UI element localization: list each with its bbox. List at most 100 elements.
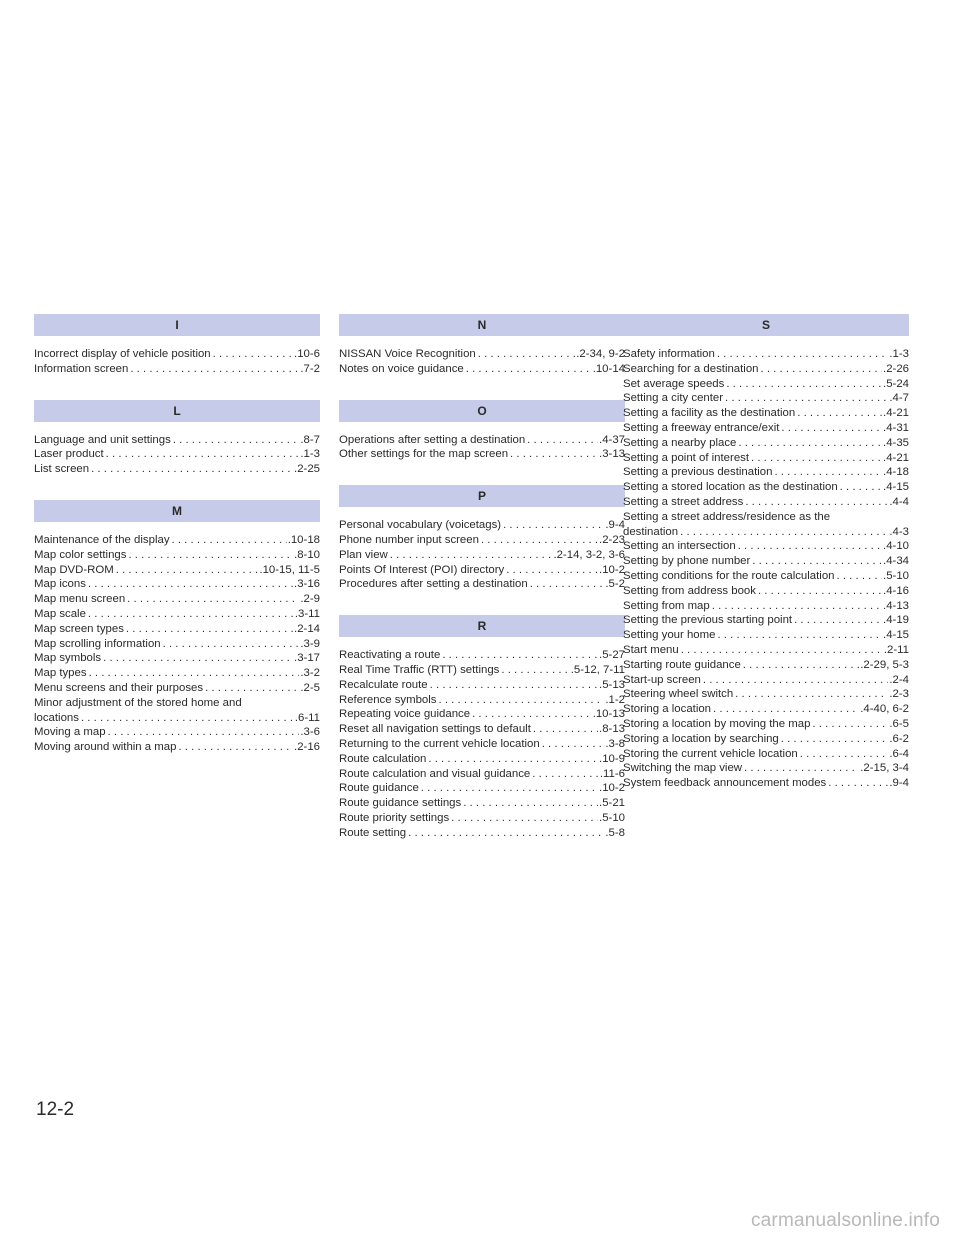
entry-page: .4-7 <box>889 392 909 405</box>
dot-leader <box>792 613 882 628</box>
entry-text: Reference symbols <box>339 693 437 706</box>
entry-text: Recalculate route <box>339 678 428 691</box>
index-entry: Setting a city center.4-7 <box>623 391 909 406</box>
entry-text: Repeating voice guidance <box>339 708 471 721</box>
entry-text: Map color settings <box>34 548 127 561</box>
dot-leader <box>464 362 592 377</box>
dot-leader <box>756 584 882 599</box>
entry-page: .10-2 <box>599 563 625 576</box>
entry-page: .4-18 <box>883 466 909 479</box>
section-letter-header: L <box>34 399 320 422</box>
index-entry: Moving around within a map .2-16 <box>34 740 320 755</box>
entry-text: Starting route guidance <box>623 658 741 671</box>
index-entry: Map scale.3-11 <box>34 607 320 622</box>
index-entry: Setting a previous destination .4-18 <box>623 465 909 480</box>
entry-page: .7-2 <box>300 362 320 375</box>
dot-leader <box>798 747 889 762</box>
entry-page: .10-14 <box>592 362 625 375</box>
dot-leader <box>504 563 598 578</box>
entry-page: .2-16 <box>294 741 320 754</box>
entry-page: .4-3 <box>889 525 909 538</box>
entry-text: Set average speeds <box>623 377 725 390</box>
index-entry: Map scrolling information.3-9 <box>34 637 320 652</box>
index-entry: Phone number input screen.2-23 <box>339 533 625 548</box>
index-entry: Route guidance settings.5-21 <box>339 796 625 811</box>
index-entry: Setting from map.4-13 <box>623 599 909 614</box>
dot-leader <box>701 673 888 688</box>
entry-text: Setting a facility as the destination <box>623 407 796 420</box>
page-number: 12-2 <box>36 1099 75 1120</box>
index-entry: Route guidance.10-2 <box>339 781 625 796</box>
dot-leader <box>772 465 882 480</box>
index-entry: Returning to the current vehicle locatio… <box>339 737 625 752</box>
entry-text: Setting a previous destination <box>623 466 773 479</box>
dot-leader <box>86 577 293 592</box>
entry-page: .3-11 <box>294 607 320 620</box>
entry-page: .4-19 <box>883 614 909 627</box>
entry-text: Switching the map view <box>623 762 743 775</box>
dot-leader <box>508 447 598 462</box>
entry-text: Setting a stored location as the destina… <box>623 481 838 494</box>
index-entry: Route priority settings.5-10 <box>339 811 625 826</box>
index-entry: Setting conditions for the route calcula… <box>623 569 909 584</box>
entry-page: .3-16 <box>294 578 320 591</box>
dot-leader <box>779 732 889 747</box>
index-entry: Setting a freeway entrance/exit.4-31 <box>623 421 909 436</box>
entry-page: .5-13 <box>599 678 625 691</box>
entry-text: Route calculation and visual guidance <box>339 767 531 780</box>
entry-text: Setting the previous starting point <box>623 614 793 627</box>
index-entry: Reference symbols .1-2 <box>339 693 625 708</box>
entry-text: Setting a street address <box>623 495 744 508</box>
entry-text: Notes on voice guidance <box>339 362 464 375</box>
entry-text: NISSAN Voice Recognition <box>339 348 476 360</box>
entry-text: Information screen <box>34 362 129 375</box>
entry-text: Operations after setting a destination <box>339 433 526 446</box>
entry-page: .9-4 <box>605 519 625 532</box>
index-entry: Setting the previous starting point .4-19 <box>623 613 909 628</box>
entry-page: .8-13 <box>599 723 625 736</box>
entry-text: Map screen types <box>34 622 124 635</box>
section-letter-header: O <box>339 399 625 422</box>
entry-page: .4-40, 6-2 <box>860 703 909 716</box>
dot-leader <box>736 539 882 554</box>
index-entry: Route calculation and visual guidance.11… <box>339 767 625 782</box>
entry-text: Map menu screen <box>34 593 126 606</box>
dot-leader <box>540 737 605 752</box>
entry-text: Setting an intersection <box>623 540 736 553</box>
entry-text: Moving around within a map <box>34 741 177 754</box>
entry-text: Setting by phone number <box>623 555 751 568</box>
index-entry: Storing a location by moving the map.6-5 <box>623 717 909 732</box>
dot-leader <box>715 347 889 362</box>
index-entry: Map symbols.3-17 <box>34 651 320 666</box>
entry-page: .1-2 <box>605 693 625 706</box>
entry-text: Personal vocabulary (voicetags) <box>339 519 502 532</box>
entry-text: Storing a location <box>623 703 712 716</box>
dot-leader <box>724 377 882 392</box>
index-entry: Setting a street address.4-4 <box>623 495 909 510</box>
entry-page: .2-9 <box>300 593 320 606</box>
dot-leader <box>741 658 859 673</box>
dot-leader <box>128 362 299 377</box>
entry-text: Reactivating a route <box>339 649 441 662</box>
dot-leader <box>437 693 605 708</box>
dot-leader <box>87 666 300 681</box>
index-entry: Setting a point of interest.4-21 <box>623 451 909 466</box>
dot-leader <box>678 525 888 540</box>
entry-text: Plan view <box>339 548 388 561</box>
dot-leader <box>810 717 888 732</box>
entry-page: .4-21 <box>883 451 909 464</box>
index-entry: Moving a map.3-6 <box>34 725 320 740</box>
dot-leader <box>86 607 294 622</box>
entry-page: .2-4 <box>889 673 909 686</box>
entry-page: .4-15 <box>883 629 909 642</box>
entry-text: Setting your home <box>623 629 716 642</box>
entry-text: Laser product <box>34 448 104 461</box>
entry-text: Map DVD-ROM <box>34 563 114 576</box>
dot-leader <box>170 533 287 548</box>
section-letter-header: M <box>34 499 320 522</box>
index-entry: Setting by phone number.4-34 <box>623 554 909 569</box>
